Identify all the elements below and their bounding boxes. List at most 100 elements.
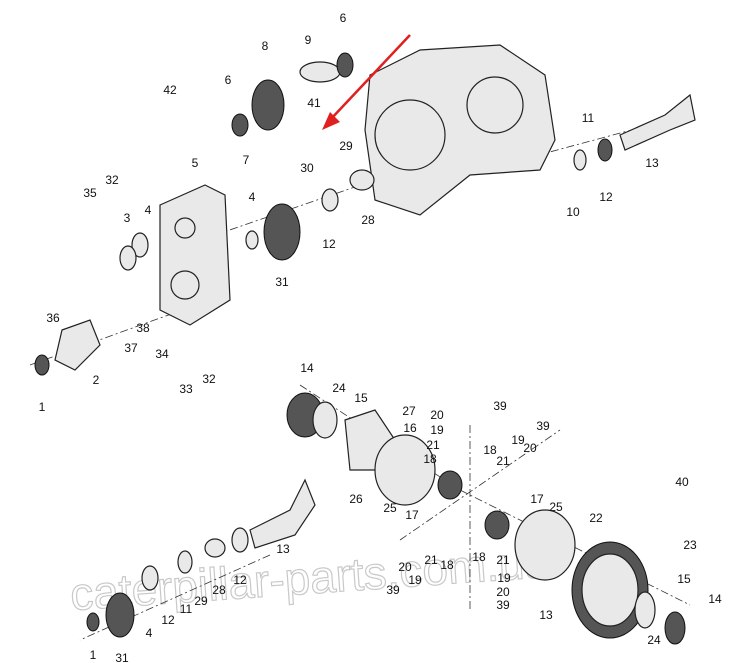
callout-39: 39 <box>496 598 510 612</box>
shim <box>573 149 587 171</box>
callout-25: 25 <box>383 501 397 515</box>
cover-plate <box>159 184 231 326</box>
shaft <box>299 61 341 83</box>
bearing <box>321 188 339 212</box>
bearing <box>231 113 249 137</box>
nut <box>86 612 100 632</box>
callout-6: 6 <box>340 11 347 25</box>
housing-bore <box>466 76 524 134</box>
callout-18: 18 <box>423 452 437 466</box>
callout-20: 20 <box>523 441 537 455</box>
ring-gear-hub <box>581 553 639 627</box>
gear <box>105 592 135 638</box>
callout-17: 17 <box>405 508 419 522</box>
watermark: caterpillar-parts.com.ua <box>68 535 551 620</box>
callout-19: 19 <box>511 433 525 447</box>
callout-4: 4 <box>145 203 152 217</box>
callout-31: 31 <box>275 275 289 289</box>
callout-30: 30 <box>300 161 314 175</box>
callout-21: 21 <box>496 553 510 567</box>
callout-19: 19 <box>408 573 422 587</box>
sleeve <box>349 169 375 191</box>
callout-19: 19 <box>430 423 444 437</box>
callout-29: 29 <box>339 139 353 153</box>
callout-13: 13 <box>539 608 553 622</box>
pinion-shaft <box>619 93 696 151</box>
callout-10: 10 <box>566 205 580 219</box>
callout-8: 8 <box>262 39 269 53</box>
callout-33: 33 <box>179 382 193 396</box>
callout-13: 13 <box>645 156 659 170</box>
callout-15: 15 <box>677 572 691 586</box>
pinion-shaft <box>249 478 316 549</box>
cover-bore <box>174 217 196 239</box>
callout-19: 19 <box>497 571 511 585</box>
callout-28: 28 <box>361 213 375 227</box>
callout-22: 22 <box>589 511 603 525</box>
callout-11: 11 <box>582 111 595 125</box>
callout-25: 25 <box>549 500 563 514</box>
yoke <box>54 319 101 371</box>
side-gear <box>437 470 463 500</box>
callout-39: 39 <box>386 583 400 597</box>
callout-36: 36 <box>46 311 60 325</box>
sleeve <box>204 538 226 558</box>
callout-12: 12 <box>233 573 247 587</box>
callout-17: 17 <box>530 492 544 506</box>
callout-21: 21 <box>496 454 510 468</box>
callout-23: 23 <box>683 538 697 552</box>
seal <box>119 245 137 271</box>
callout-21: 21 <box>426 438 440 452</box>
seal <box>141 565 159 591</box>
callout-5: 5 <box>192 156 199 170</box>
callout-6: 6 <box>225 73 232 87</box>
callout-11: 11 <box>180 602 193 616</box>
clutch-pack <box>514 509 576 581</box>
bearing <box>634 591 656 629</box>
bearing <box>597 138 613 162</box>
callout-3: 3 <box>124 211 131 225</box>
callout-20: 20 <box>430 408 444 422</box>
gear <box>251 79 285 131</box>
callout-29: 29 <box>194 594 208 608</box>
callout-39: 39 <box>536 419 550 433</box>
bearing <box>177 550 193 574</box>
callout-9: 9 <box>305 33 312 47</box>
callout-40: 40 <box>675 475 689 489</box>
callout-38: 38 <box>136 321 150 335</box>
callout-4: 4 <box>146 626 153 640</box>
callout-16: 16 <box>403 421 417 435</box>
seal <box>131 232 149 258</box>
nut <box>34 354 50 376</box>
housing-bore <box>374 99 446 171</box>
callout-13: 13 <box>276 542 290 556</box>
side-gear <box>484 510 510 540</box>
callout-14: 14 <box>708 592 722 606</box>
callout-7: 7 <box>243 153 250 167</box>
callout-37: 37 <box>124 341 138 355</box>
callout-32: 32 <box>202 372 216 386</box>
callout-26: 26 <box>349 492 363 506</box>
callout-32: 32 <box>105 173 119 187</box>
callout-42: 42 <box>163 83 177 97</box>
callout-34: 34 <box>155 347 169 361</box>
callout-2: 2 <box>93 373 100 387</box>
callout-24: 24 <box>332 381 346 395</box>
bearing <box>312 401 338 439</box>
callout-1: 1 <box>39 400 46 414</box>
callout-4: 4 <box>249 190 256 204</box>
callout-18: 18 <box>472 550 486 564</box>
gear <box>263 203 301 261</box>
clutch-pack <box>374 434 436 506</box>
callout-18: 18 <box>440 558 454 572</box>
callout-20: 20 <box>496 585 510 599</box>
callout-12: 12 <box>322 237 336 251</box>
callout-1: 1 <box>90 648 97 662</box>
callout-14: 14 <box>300 361 314 375</box>
pointer-arrow <box>329 34 411 121</box>
callout-12: 12 <box>161 613 175 627</box>
seal <box>245 230 259 250</box>
